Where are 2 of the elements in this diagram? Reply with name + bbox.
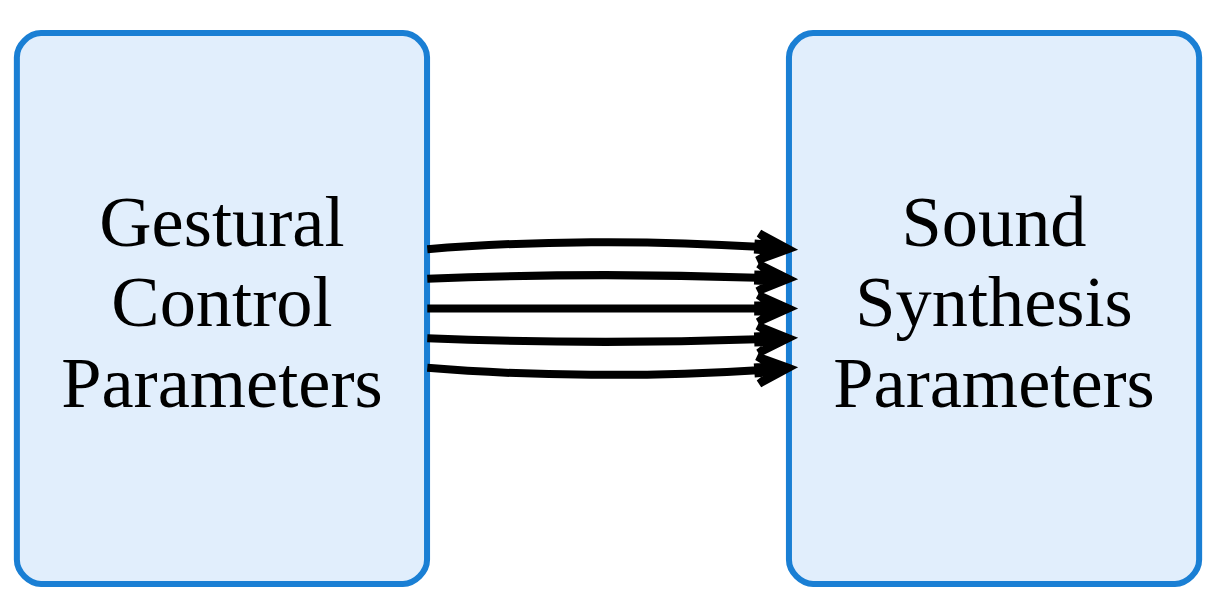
node-box: Sound Synthesis Parameters xyxy=(785,29,1203,587)
node-box: Gestural Control Parameters xyxy=(13,29,431,587)
